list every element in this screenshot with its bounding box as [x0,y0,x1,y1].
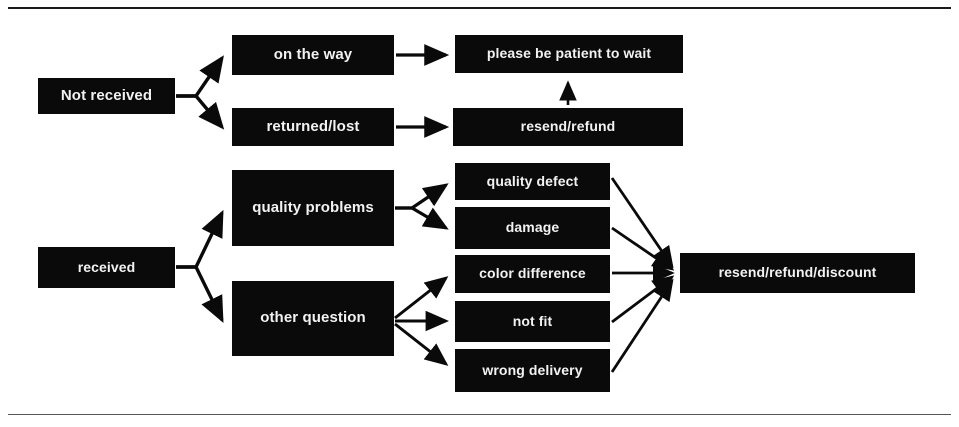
node-resend-refund[interactable]: resend/refund [453,108,683,146]
node-other-question[interactable]: other question [232,281,394,356]
node-received[interactable]: received [38,247,175,288]
edge-not-received-to-on-the-way [176,55,224,98]
node-not-fit[interactable]: not fit [455,301,610,342]
edge-other-question-to-wrong-delivery [394,322,449,366]
top-divider-rule [8,7,951,9]
node-please-be-patient-to-wait[interactable]: please be patient to wait [455,35,683,73]
node-color-difference[interactable]: color difference [455,255,610,293]
edge-other-question-to-color-difference [394,276,449,320]
edge-quality-problems-to-damage [395,206,449,230]
node-quality-defect[interactable]: quality defect [455,163,610,200]
node-resend-refund-discount[interactable]: resend/refund/discount [680,253,915,293]
edge-received-to-other-question [176,265,224,324]
node-wrong-delivery[interactable]: wrong delivery [455,349,610,392]
node-damage[interactable]: damage [455,207,610,249]
node-on-the-way[interactable]: on the way [232,35,394,75]
edge-quality-defect-to-resend-refund-discount [610,177,674,269]
edge-wrong-delivery-to-resend-refund-discount [610,278,674,373]
edge-not-received-to-returned-lost [176,94,225,130]
edge-damage-to-resend-refund-discount [611,226,675,271]
node-not-received[interactable]: Not received [38,78,175,114]
bottom-divider-rule [8,414,951,415]
node-returned-lost[interactable]: returned/lost [232,108,394,146]
edge-received-to-quality-problems [176,209,224,269]
node-quality-problems[interactable]: quality problems [232,170,394,246]
edge-quality-problems-to-quality-defect [395,183,449,210]
edge-not-fit-to-resend-refund-discount [611,275,675,324]
